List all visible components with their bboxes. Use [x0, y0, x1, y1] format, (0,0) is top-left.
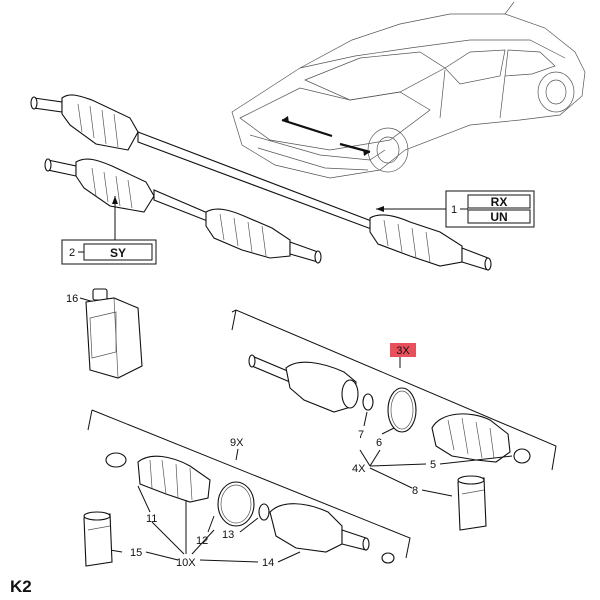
kit-9x-group: 9X 11 12 13 15 10X 14 — [87, 409, 411, 569]
grease-tube-15 — [83, 511, 113, 567]
callout-8: 8 — [412, 485, 418, 497]
callout-6: 6 — [376, 437, 382, 449]
cv-joint-9x — [269, 503, 343, 553]
callout-11: 11 — [146, 513, 157, 525]
car-illustration — [231, 1, 586, 179]
code-box-1-number: 1 — [451, 204, 457, 216]
grease-tube-8 — [457, 475, 487, 531]
code-box-2-number: 2 — [69, 247, 75, 259]
callout-9x: 9X — [230, 437, 244, 449]
clamp-ring-small — [362, 393, 374, 411]
callout-4x: 4X — [352, 463, 366, 475]
kit-3x-group: 3X 7 6 4X 5 8 — [231, 309, 557, 497]
code-box-1: 1 RX UN — [376, 190, 535, 228]
callout-14: 14 — [262, 557, 274, 569]
kit-3x-label: 3X — [396, 345, 410, 357]
callout-12: 12 — [196, 535, 208, 547]
kit-3x-highlight — [390, 343, 416, 357]
drive-shaft-upper — [30, 94, 492, 271]
code-box-1-code-rx: RX — [491, 195, 508, 209]
drive-shaft-lower — [44, 158, 322, 264]
code-box-2: 2 SY — [61, 196, 157, 265]
code-box-2-code-sy: SY — [110, 246, 126, 260]
code-box-1-code-un: UN — [490, 210, 507, 224]
clamp-ring-large — [387, 387, 417, 433]
callout-16: 16 — [66, 293, 78, 305]
callout-13: 13 — [222, 529, 234, 541]
grease-bottle: 16 — [66, 288, 143, 379]
page-code: K2 — [10, 577, 32, 596]
callout-5: 5 — [430, 459, 436, 471]
callout-7: 7 — [358, 429, 364, 441]
cv-boot-9x — [137, 455, 211, 503]
callout-15: 15 — [130, 547, 142, 559]
callout-10x: 10X — [176, 557, 196, 569]
